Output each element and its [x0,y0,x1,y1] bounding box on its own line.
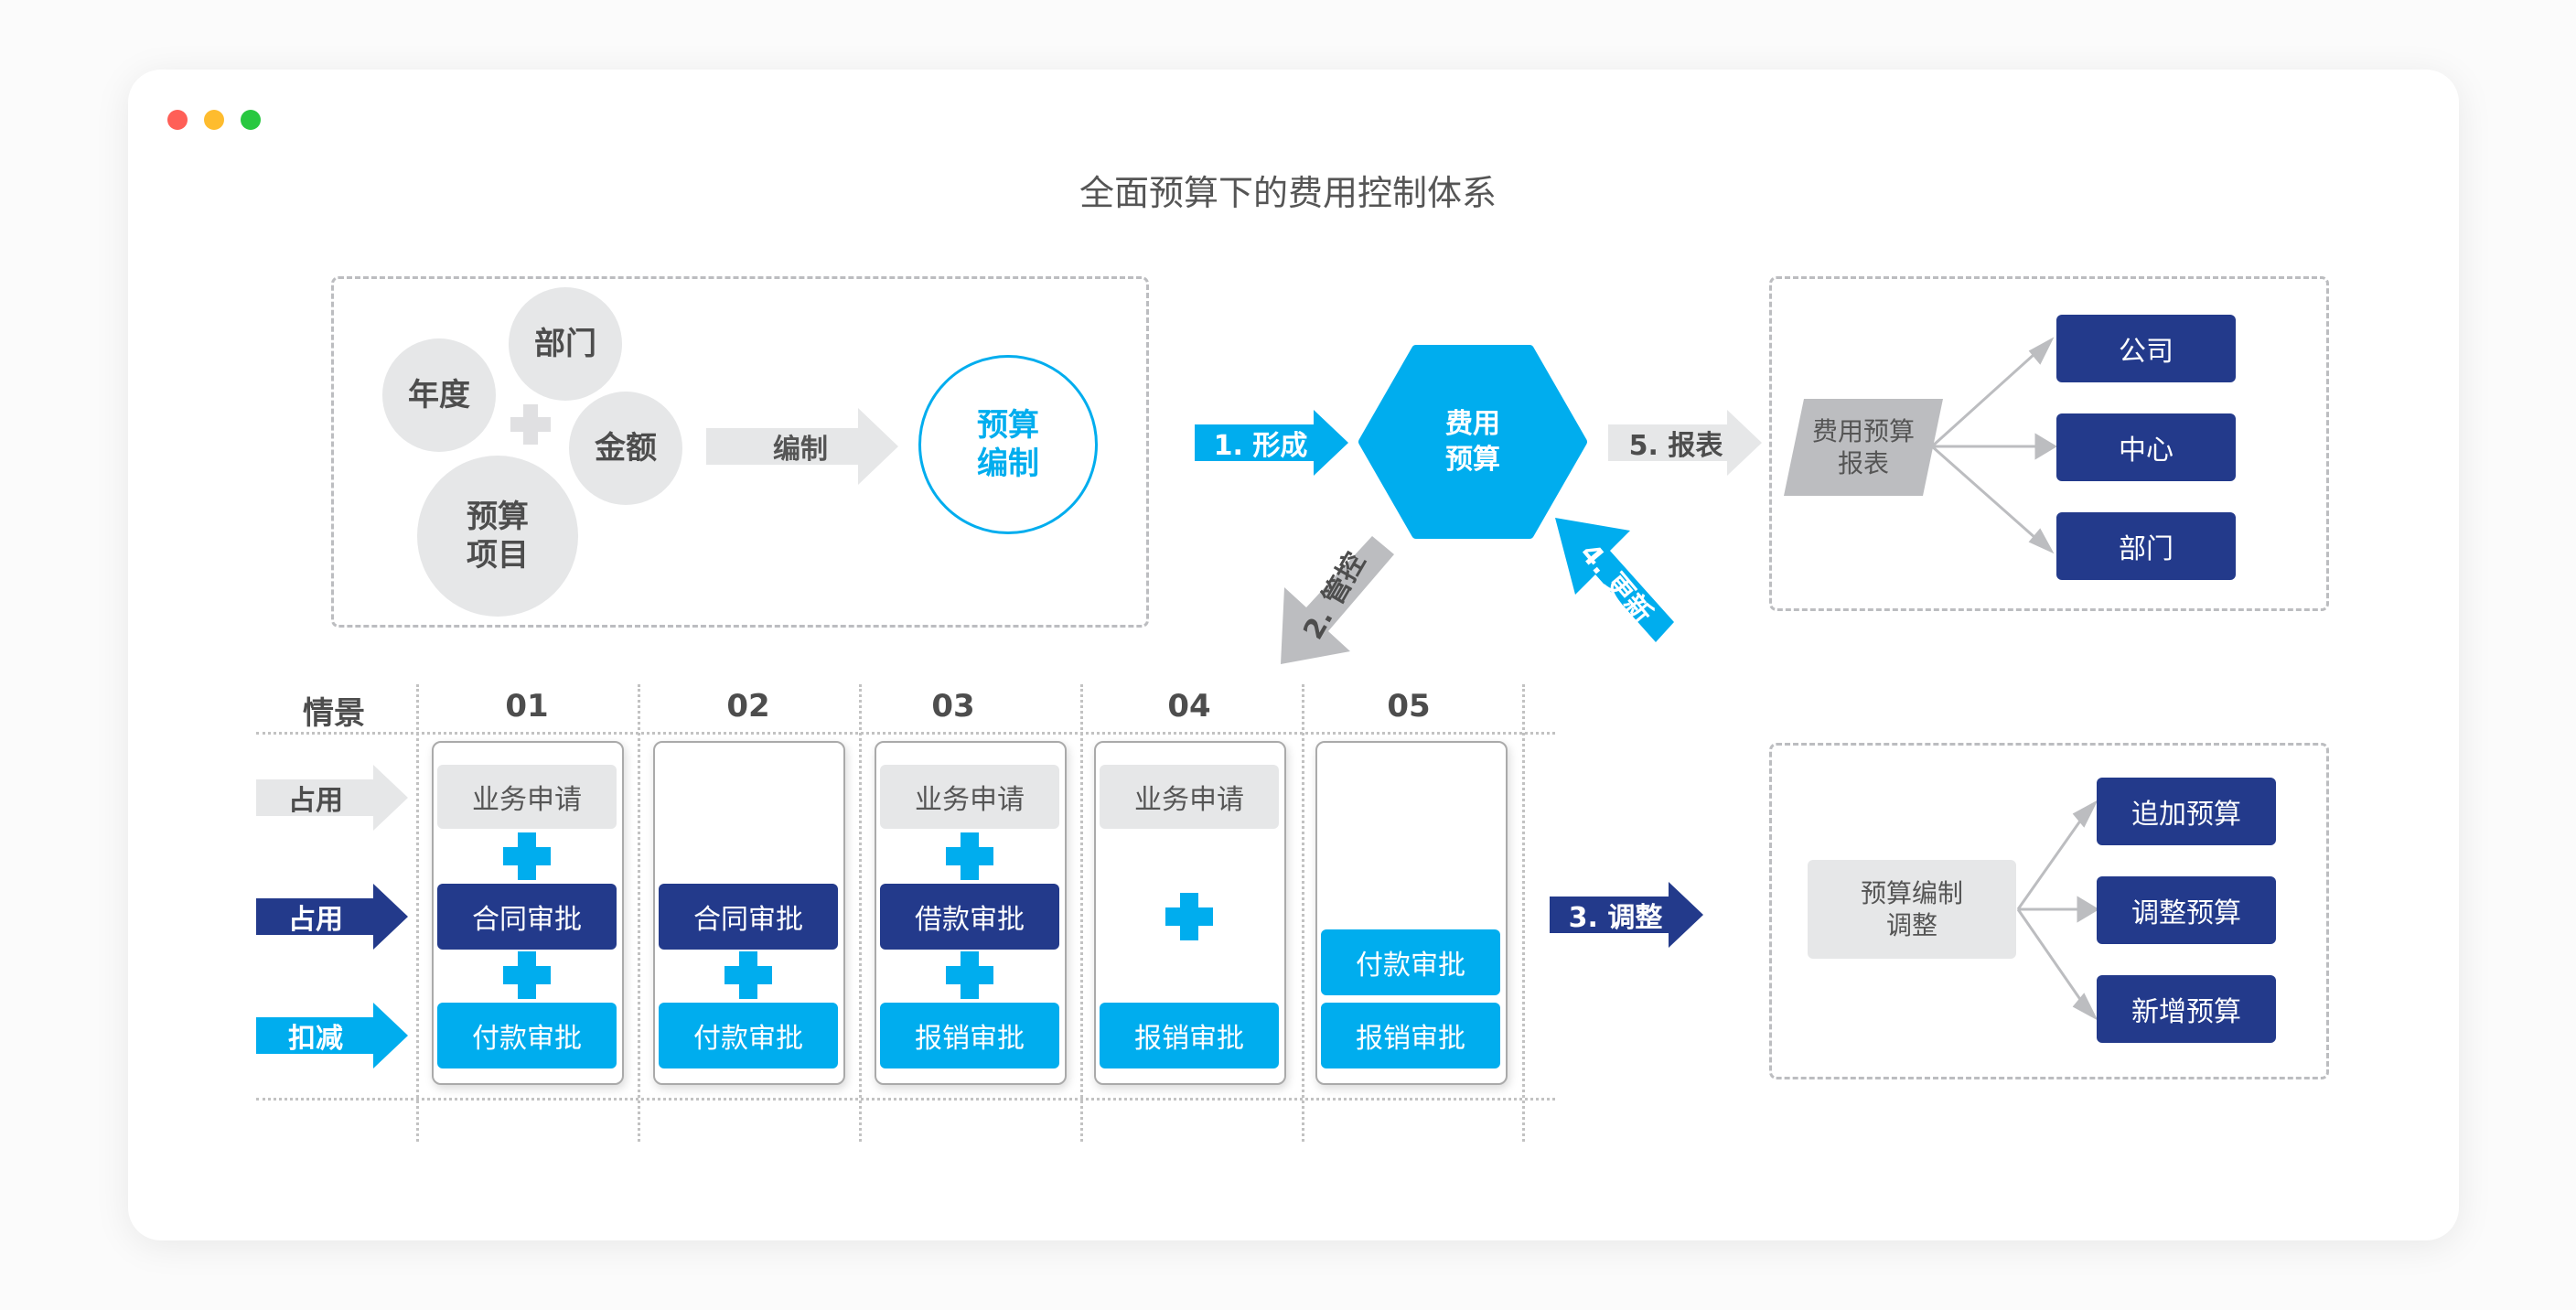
close-button[interactable] [167,110,188,130]
row-arrow-deduct [256,1003,408,1068]
grid-col-line [859,684,862,1142]
step-reimbursement-approval: 报销审批 [1321,1003,1500,1068]
plus-icon [503,951,551,999]
adjust-panel [1769,743,2329,1079]
page-title: 全面预算下的费用控制体系 [1079,173,1497,213]
row-arrow-occupy-navy [256,884,408,950]
circle-department: 部门 [509,287,622,401]
report-panel [1769,276,2329,611]
step-business-application: 业务申请 [437,765,617,829]
report-arrow [1608,410,1762,476]
report-target-company: 公司 [2056,315,2236,382]
adjust-source: 预算编制 调整 [1808,860,2016,959]
step-business-application: 业务申请 [880,765,1059,829]
report-source-shape [1784,399,1943,496]
compile-arrow [706,408,898,485]
step-payment-approval: 付款审批 [1321,929,1500,995]
grid-divider-bottom [256,1098,1555,1101]
report-arrow-label: 5. 报表 [1628,430,1723,462]
column-header-04: 04 [1167,688,1211,725]
form-arrow-label: 1. 形成 [1213,430,1308,462]
plus-icon [1165,893,1213,940]
row-label-deduct: 扣减 [288,1023,343,1055]
plus-icon [946,832,993,880]
report-connectors [1930,337,2057,554]
row-arrow-occupy-light [256,765,408,831]
step-contract-approval: 合同审批 [437,884,617,950]
step-payment-approval: 付款审批 [437,1003,617,1068]
control-arrow [1281,536,1394,664]
minimize-button[interactable] [204,110,224,130]
report-target-center: 中心 [2056,413,2236,481]
expense-budget-hexagon [1358,345,1587,539]
step-business-application: 业务申请 [1100,765,1279,829]
circle-year: 年度 [382,338,496,452]
grid-col-line [416,684,419,1142]
adjust-arrow [1550,882,1703,948]
column-header-05: 05 [1387,688,1431,725]
plus-icon [946,951,993,999]
step-loan-approval: 借款审批 [880,884,1059,950]
circle-amount: 金额 [569,392,682,505]
maximize-button[interactable] [241,110,261,130]
adjust-target-add: 追加预算 [2097,778,2276,845]
scenario-header: 情景 [303,695,365,732]
grid-divider-top [256,732,1555,735]
row-label-occupy-2: 占用 [288,904,343,936]
adjust-target-new: 新增预算 [2097,975,2276,1043]
step-payment-approval: 付款审批 [659,1003,838,1068]
budget-compile-circle: 预算 编制 [918,355,1098,534]
step-contract-approval: 合同审批 [659,884,838,950]
grid-col-line [1302,684,1304,1142]
hub-label: 费用 预算 [1445,408,1500,476]
grid-col-line [638,684,640,1142]
step-reimbursement-approval: 报销审批 [880,1003,1059,1068]
grid-col-line [1522,684,1525,1142]
update-arrow [1555,518,1674,642]
plus-icon [724,951,772,999]
column-header-02: 02 [726,688,770,725]
column-header-01: 01 [505,688,549,725]
plus-icon [510,404,551,445]
compile-arrow-label: 编制 [773,434,828,466]
report-target-department: 部门 [2056,512,2236,580]
column-header-03: 03 [931,688,975,725]
circle-budget-item: 预算 项目 [417,456,578,617]
adjust-arrow-label: 3. 调整 [1568,902,1663,934]
row-label-occupy-1: 占用 [288,785,343,817]
adjust-target-modify: 调整预算 [2097,876,2276,944]
plus-icon [503,832,551,880]
grid-col-line [1080,684,1083,1142]
adjust-connectors [2016,800,2099,1021]
budget-input-panel [331,276,1149,628]
step-reimbursement-approval: 报销审批 [1100,1003,1279,1068]
form-arrow [1195,410,1348,476]
report-source-label: 费用预算 报表 [1811,416,1915,478]
